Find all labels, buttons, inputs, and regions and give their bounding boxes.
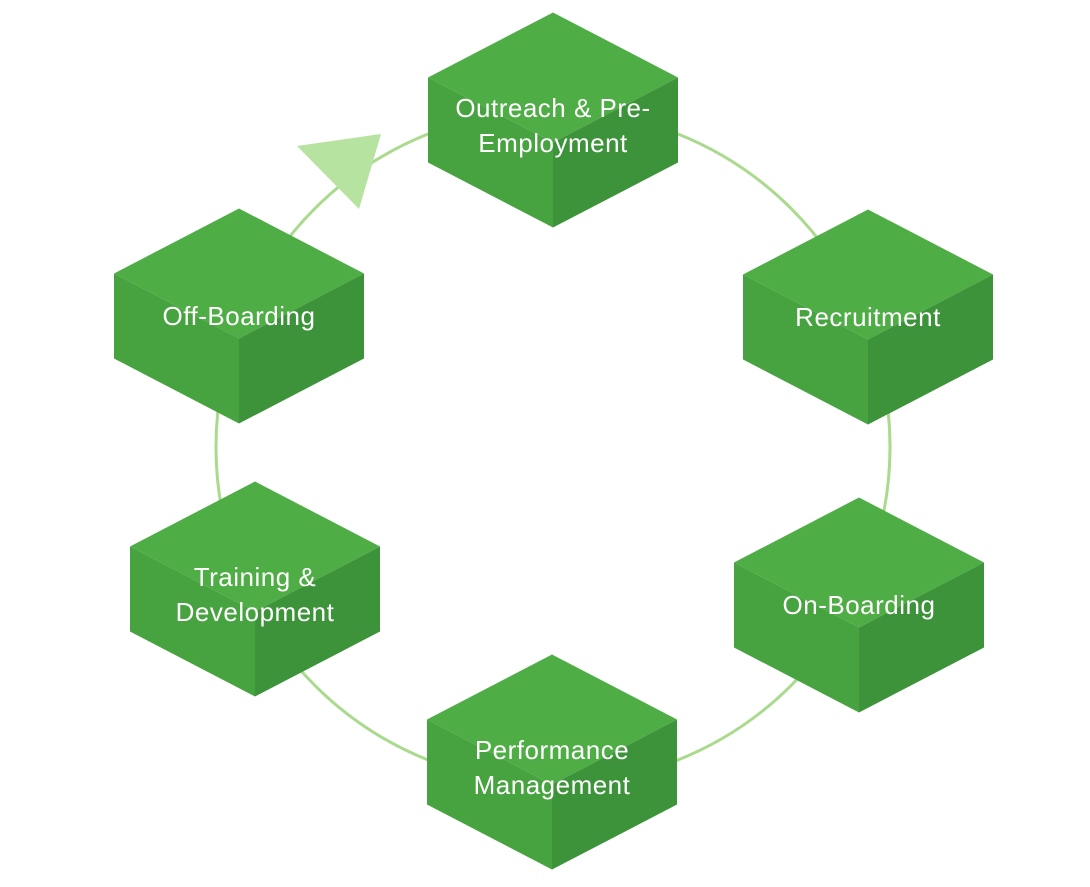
cycle-node-recruitment: Recruitment xyxy=(743,209,993,425)
cube-right-face xyxy=(552,719,677,870)
cube-left-face xyxy=(734,562,859,713)
cube-right-face xyxy=(859,562,984,713)
cube-right-face xyxy=(239,273,364,424)
node-label: Training &Development xyxy=(176,562,335,627)
node-label: Off-Boarding xyxy=(163,301,316,331)
cycle-node-off-boarding: Off-Boarding xyxy=(114,208,364,424)
cube-right-face xyxy=(553,77,678,228)
cycle-node-on-boarding: On-Boarding xyxy=(734,497,984,713)
cycle-node-training: Training &Development xyxy=(130,481,380,697)
node-label: On-Boarding xyxy=(783,590,936,620)
cube-left-face xyxy=(428,77,553,228)
cube-left-face xyxy=(130,546,255,697)
node-label: Recruitment xyxy=(795,302,941,332)
cycle-arrow-icon xyxy=(297,134,381,209)
node-label: Outreach & Pre-Employment xyxy=(455,93,650,158)
cube-right-face xyxy=(868,274,993,425)
cube-right-face xyxy=(255,546,380,697)
cycle-node-outreach: Outreach & Pre-Employment xyxy=(428,12,678,228)
cube-left-face xyxy=(743,274,868,425)
cube-left-face xyxy=(114,273,239,424)
cube-left-face xyxy=(427,719,552,870)
